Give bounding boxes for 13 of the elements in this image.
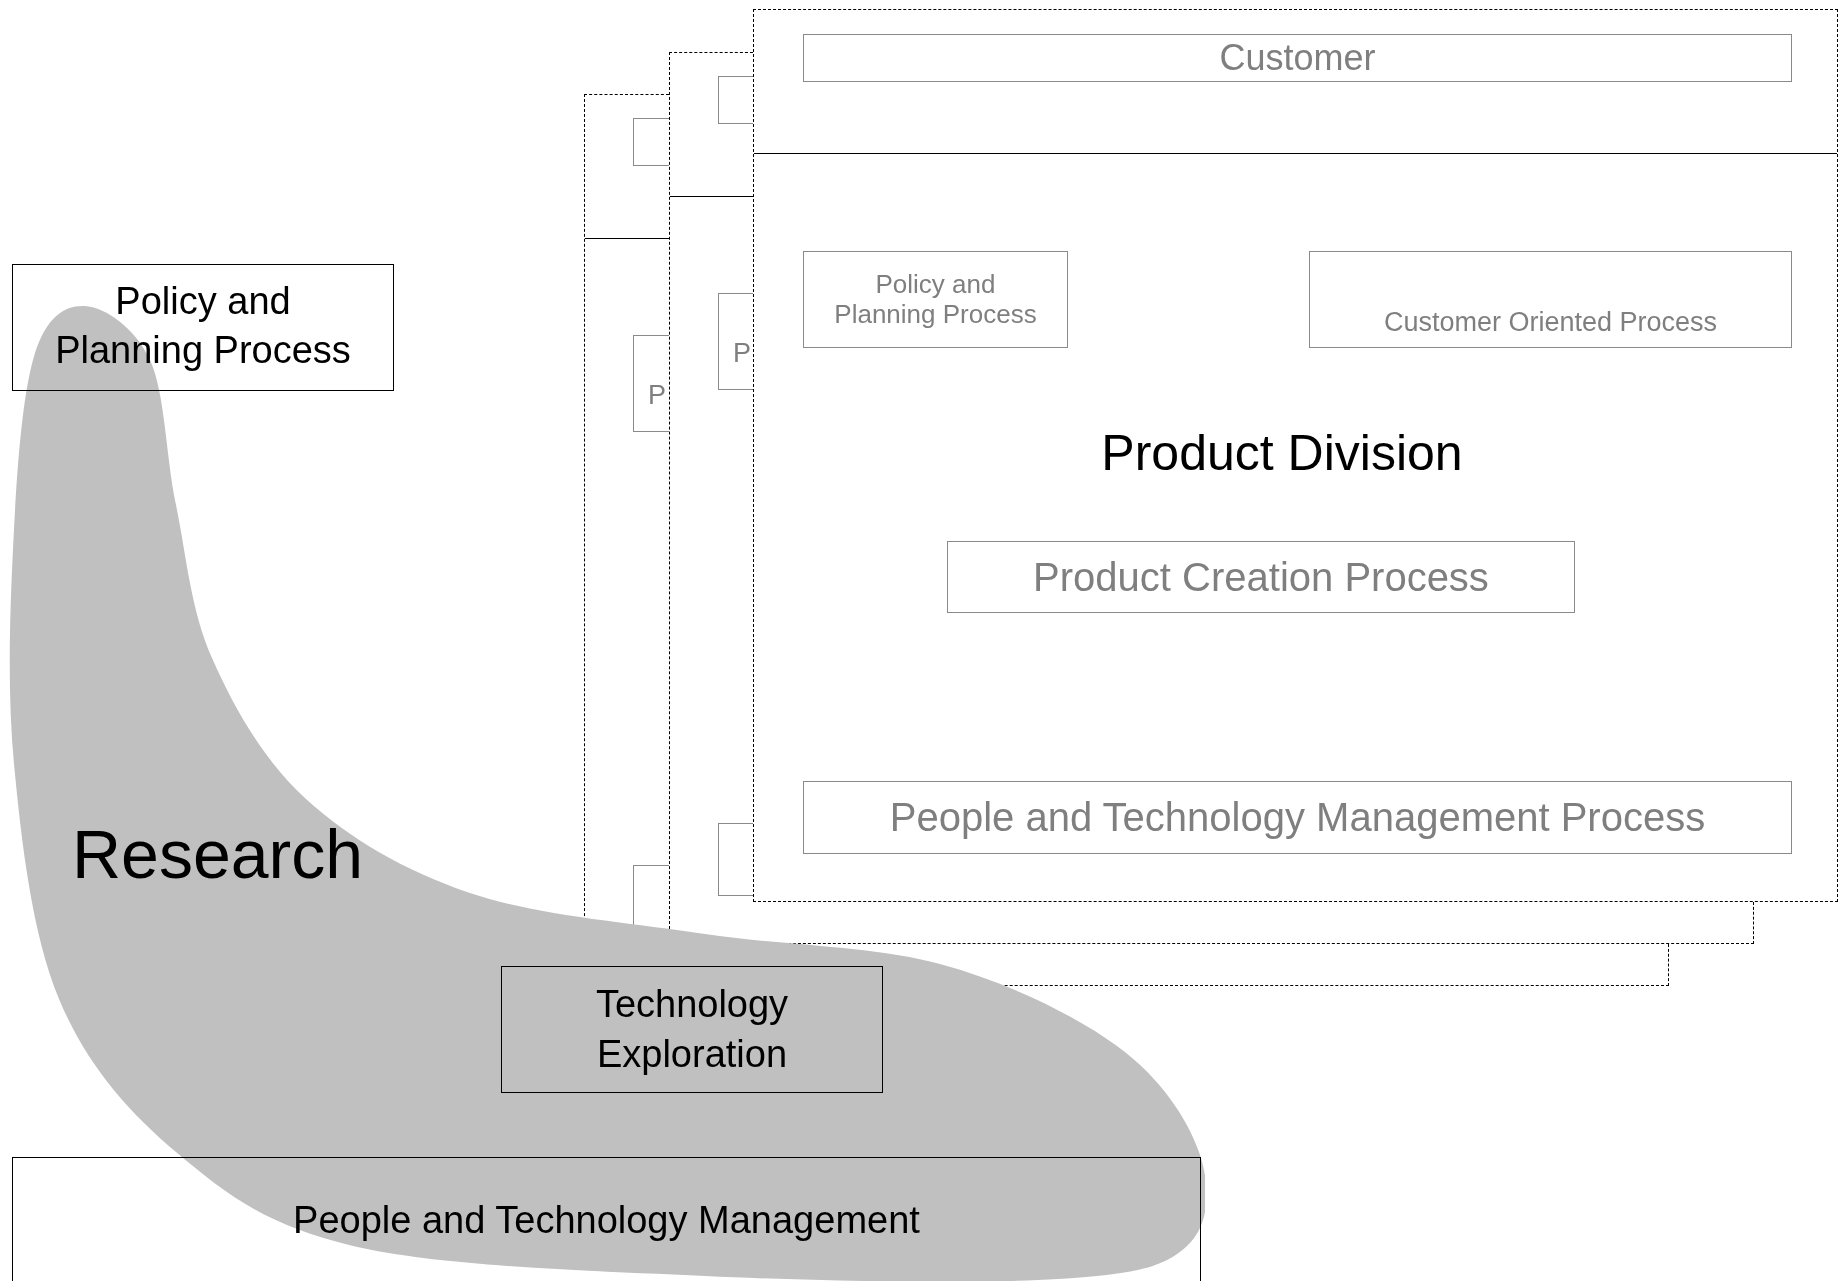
process-box: People and Technology Management bbox=[12, 1157, 1201, 1281]
partial-label: P bbox=[733, 340, 751, 367]
process-box: Policy and Planning Process bbox=[803, 251, 1068, 348]
process-box: Customer Oriented Process bbox=[1309, 251, 1792, 348]
blob-label: Research bbox=[72, 820, 364, 888]
partial-label: P bbox=[648, 382, 666, 409]
process-box: Product Creation Process bbox=[947, 541, 1575, 613]
division-page bbox=[753, 9, 1838, 902]
process-box: People and Technology Management Process bbox=[803, 781, 1792, 854]
process-box: Technology Exploration bbox=[501, 966, 883, 1093]
page-title: Product Division bbox=[1101, 424, 1463, 482]
process-box: Policy and Planning Process bbox=[12, 264, 394, 391]
process-box: Customer bbox=[803, 34, 1792, 82]
